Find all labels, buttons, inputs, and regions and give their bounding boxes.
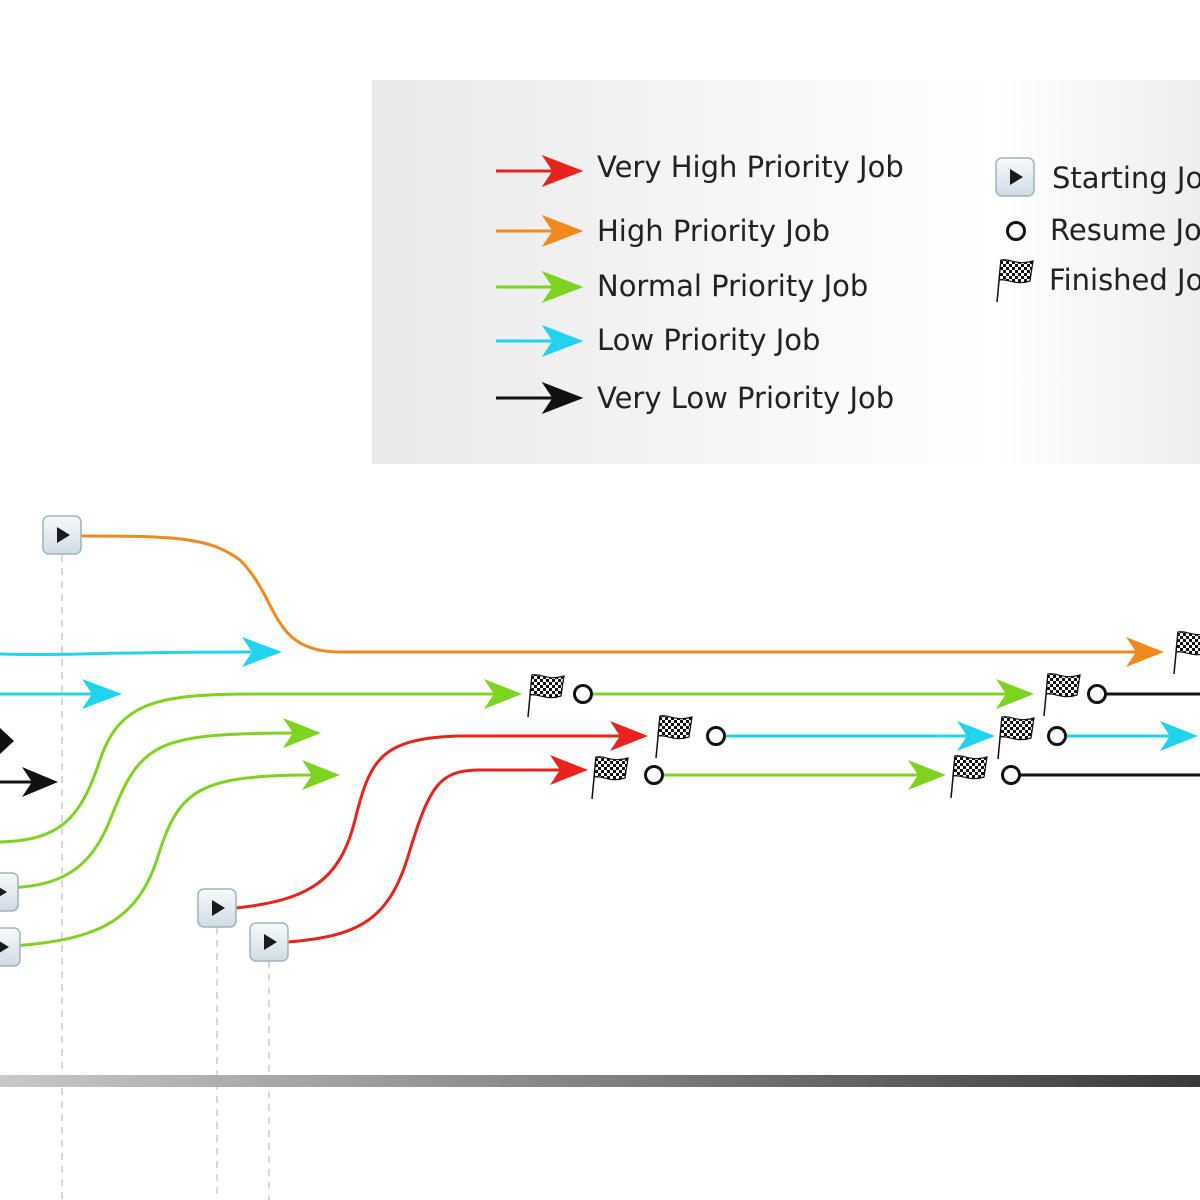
open-circle-icon	[1006, 221, 1026, 241]
open-circle-icon	[644, 765, 664, 785]
open-circle-icon	[1047, 726, 1067, 746]
legend-label-resume: Resume Job	[1050, 213, 1200, 247]
normal-priority-path	[0, 731, 296, 890]
arrowhead	[302, 760, 340, 790]
checkered-flag-icon	[996, 259, 1034, 303]
arrowhead	[484, 679, 522, 709]
open-circle-icon	[1001, 765, 1021, 785]
arrowhead	[550, 755, 588, 785]
play-button-icon	[0, 872, 19, 912]
checkered-flag-icon	[591, 756, 629, 800]
normal-priority-path	[0, 692, 500, 844]
start-markers	[0, 515, 289, 967]
finished-markers	[527, 631, 1200, 800]
normal-priority-path	[10, 773, 315, 948]
legend-arrow-very-high	[496, 154, 584, 188]
arrowhead	[957, 721, 995, 751]
arrowhead	[283, 718, 321, 748]
checkered-flag-icon	[655, 715, 693, 759]
checkered-flag-icon	[1173, 631, 1200, 675]
open-circle-icon	[1087, 684, 1107, 704]
legend-arrow-very-low	[496, 381, 584, 415]
checkered-flag-icon	[950, 755, 988, 799]
job-paths	[0, 534, 1200, 948]
checkered-flag-icon	[997, 716, 1035, 760]
checkered-flag-icon	[1043, 673, 1081, 717]
arrowhead	[610, 721, 648, 751]
low-priority-path	[0, 650, 252, 657]
legend-label-high: High Priority Job	[597, 214, 831, 248]
legend-panel	[372, 80, 1200, 464]
play-button-icon	[249, 922, 289, 962]
play-button-icon	[42, 515, 82, 555]
legend-label-starting: Starting Job	[1052, 161, 1200, 195]
arrowhead	[1126, 637, 1164, 667]
arrowhead	[1160, 721, 1198, 751]
open-circle-icon	[573, 684, 593, 704]
play-button-icon	[0, 927, 21, 967]
very-high-priority-path	[234, 734, 625, 910]
checkered-flag-icon	[527, 674, 565, 718]
arrowheads	[0, 637, 1198, 797]
arrowhead	[996, 679, 1034, 709]
legend-label-very-high: Very High Priority Job	[597, 150, 904, 184]
play-button-icon	[995, 157, 1035, 197]
play-button-icon	[197, 888, 237, 928]
legend-arrow-high	[496, 214, 584, 248]
timeline-axis	[0, 1075, 1200, 1087]
legend-label-normal: Normal Priority Job	[597, 269, 869, 303]
legend-arrow-normal	[496, 270, 584, 304]
legend-label-very-low: Very Low Priority Job	[597, 381, 895, 415]
resume-markers	[573, 684, 1107, 785]
open-circle-icon	[706, 726, 726, 746]
legend-label-finished: Finished Job	[1049, 263, 1200, 297]
arrowhead	[0, 728, 14, 754]
legend-icons	[496, 154, 1035, 415]
arrowhead	[908, 760, 946, 790]
legend-arrow-low	[496, 324, 584, 358]
very-high-priority-path	[286, 768, 565, 944]
high-priority-path	[80, 534, 1142, 654]
arrowhead	[82, 679, 122, 709]
arrowhead	[22, 767, 58, 797]
arrowhead	[242, 637, 282, 667]
legend-label-low: Low Priority Job	[597, 323, 821, 357]
